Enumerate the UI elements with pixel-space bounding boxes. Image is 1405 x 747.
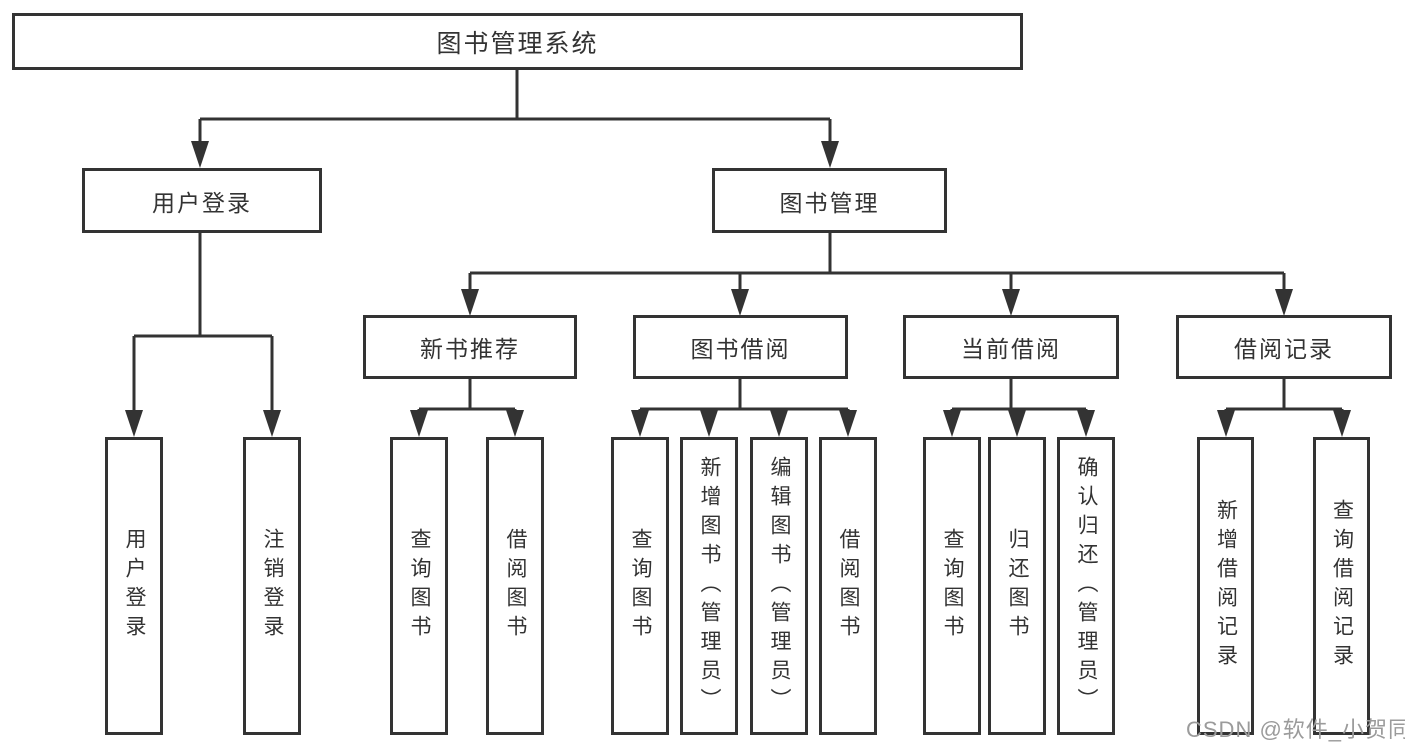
- leaf-borrow-books-2: 借阅图书: [819, 437, 877, 735]
- leaf-confirm-return-admin: 确认归还（管理员）: [1057, 437, 1115, 735]
- leaf-user-login: 用户登录: [105, 437, 163, 735]
- node-book-management: 图书管理: [712, 168, 947, 233]
- leaf-logout: 注销登录: [243, 437, 301, 735]
- node-current-borrowing: 当前借阅: [903, 315, 1119, 379]
- leaf-query-borrow-record: 查询借阅记录: [1313, 437, 1370, 735]
- leaf-edit-book-admin: 编辑图书（管理员）: [750, 437, 808, 735]
- leaf-query-books-2: 查询图书: [611, 437, 669, 735]
- node-root-library-system: 图书管理系统: [12, 13, 1023, 70]
- node-borrowing-records: 借阅记录: [1176, 315, 1392, 379]
- csdn-watermark: CSDN @软件_小贺同学: [1186, 717, 1405, 742]
- leaf-return-book: 归还图书: [988, 437, 1046, 735]
- node-book-borrowing: 图书借阅: [633, 315, 848, 379]
- leaf-query-books-1: 查询图书: [390, 437, 448, 735]
- leaf-add-book-admin: 新增图书（管理员）: [680, 437, 738, 735]
- leaf-borrow-books-1: 借阅图书: [486, 437, 544, 735]
- node-user-login: 用户登录: [82, 168, 322, 233]
- node-new-book-recommend: 新书推荐: [363, 315, 577, 379]
- leaf-add-borrow-record: 新增借阅记录: [1197, 437, 1254, 735]
- leaf-query-books-3: 查询图书: [923, 437, 981, 735]
